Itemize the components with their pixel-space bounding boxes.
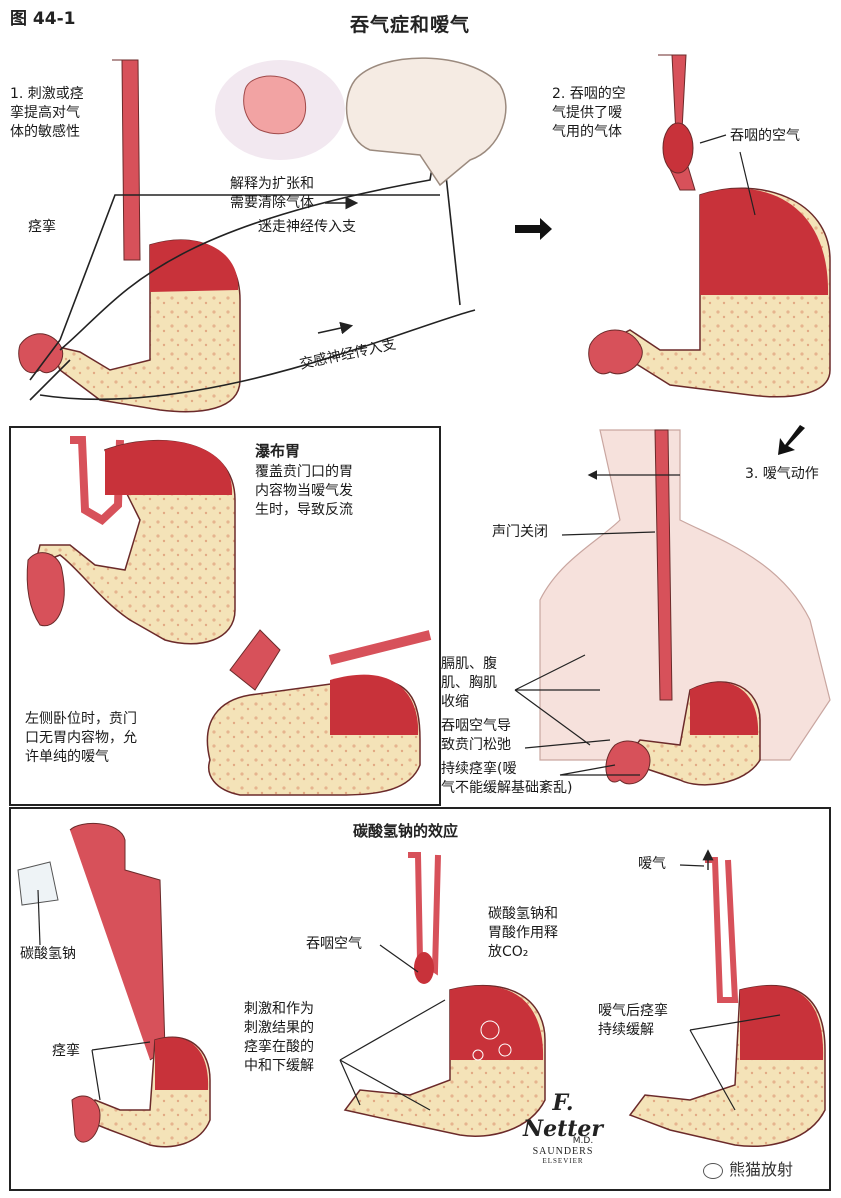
cascade-title: 瀑布胃	[255, 442, 301, 460]
arrow-down-left	[778, 425, 805, 455]
bicarb-stomach-2	[343, 852, 546, 1137]
label-belch: 嗳气	[638, 856, 666, 872]
label-swallowed-air: 吞咽的空气	[730, 128, 800, 144]
watermark: 熊猫放射	[703, 1156, 793, 1180]
label-bicarb-swallowed: 吞咽空气	[306, 936, 362, 952]
label-bicarb-spasm: 痉挛	[52, 1043, 80, 1059]
pointer-swallowed-air	[699, 134, 756, 216]
cascade-desc: 覆盖贲门口的胃 内容物当嗳气发 生时，导致反流	[255, 464, 353, 518]
brain	[345, 57, 507, 187]
bicarb-box	[9, 807, 831, 1191]
bicarb-title: 碳酸氢钠的效应	[353, 822, 459, 840]
panel3-pointers	[514, 470, 680, 776]
label-reaction: 碳酸氢钠和 胃酸作用释 放CO₂	[488, 906, 558, 960]
imprint: ELSEVIER	[542, 1157, 584, 1165]
label-interpret: 解释为扩张和 需要清除气体	[230, 176, 314, 211]
publisher: SAUNDERS	[532, 1146, 594, 1157]
bicarb-pointers	[37, 864, 781, 1111]
cascade-left-lying: 左侧卧位时，贲门 口无胃内容物，允 许单纯的嗳气	[25, 711, 137, 765]
bicarb-stomach-1	[17, 822, 211, 1148]
label-relief: 刺激和作为 刺激结果的 痉挛在酸的 中和下缓解	[244, 1001, 314, 1074]
thought-stomach	[215, 60, 345, 160]
label-swallowed-gas: 2. 吞咽的空 气提供了嗳 气用的气体	[552, 86, 626, 140]
bicarb-stomach-3	[628, 849, 826, 1147]
signature: F. Netter	[522, 1090, 604, 1142]
arrow-right	[515, 218, 552, 240]
label-spasm: 痉挛	[28, 219, 56, 235]
label-after-belch: 嗳气后痉挛 持续缓解	[598, 1003, 668, 1038]
cascade-box	[9, 426, 441, 806]
cascade-stomach-2	[206, 629, 432, 796]
label-vagus: 迷走神经传入支	[258, 219, 356, 235]
panel3-figure	[539, 429, 831, 786]
cascade-stomach-1	[26, 436, 236, 645]
figure-number: 图 44-1	[10, 9, 76, 29]
panel1-stomach	[18, 59, 241, 413]
netter-logo: F. Netter M.D. SAUNDERS ELSEVIER	[518, 1090, 608, 1165]
label-sodium-bicarbonate: 碳酸氢钠	[20, 946, 76, 962]
wechat-icon	[703, 1162, 723, 1179]
label-persistent: 持续痉挛(嗳 气不能缓解基础紊乱)	[441, 761, 573, 796]
page-title: 吞气症和嗳气	[350, 14, 471, 36]
label-glottis: 声门关闭	[492, 524, 548, 540]
signature-md: M.D.	[572, 1136, 594, 1146]
watermark-text: 熊猫放射	[729, 1160, 794, 1179]
label-muscles: 膈肌、腹 肌、胸肌 收缩	[441, 656, 497, 710]
label-relax: 吞咽空气导 致贲门松弛	[441, 718, 511, 753]
label-stimulus: 1. 刺激或痉 挛提高对气 体的敏感性	[10, 86, 84, 140]
label-belch-act: 3. 嗳气动作	[745, 466, 819, 482]
panel2-stomach	[588, 54, 831, 398]
